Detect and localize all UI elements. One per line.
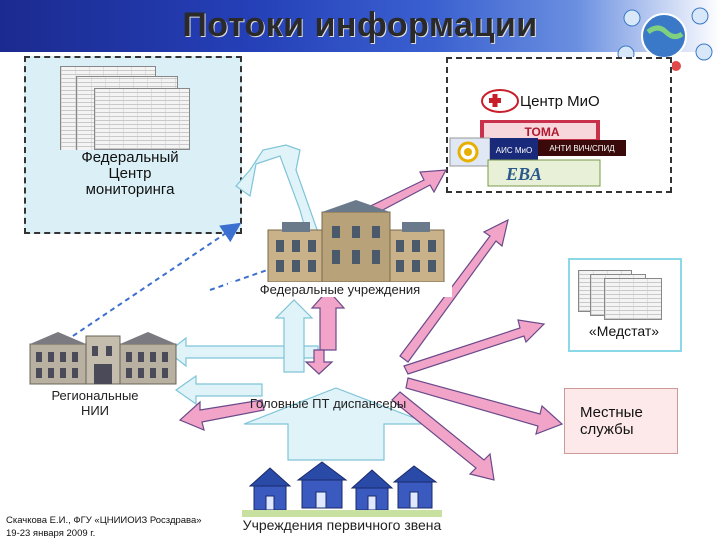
regional-building-image: [29, 332, 177, 385]
arrow-to-medstat: [403, 319, 546, 375]
arrow-long-to-mio: [399, 218, 509, 363]
primary-care-label: Учреждения первичного звена: [218, 517, 466, 533]
software-logos-collage: ТОМА АИС МиО АНТИ ВИЧ/СПИД EBA: [449, 120, 626, 187]
arrow-pink-up-to-federal-inst: [310, 289, 346, 351]
arrow-to-primary-care: [391, 391, 495, 481]
federal-building-image: [267, 200, 445, 283]
federal-center-label: Федеральный Центр мониторинга: [40, 150, 220, 198]
arrow-pink-to-dispensaries: [304, 349, 334, 375]
local-services-box: [564, 388, 678, 454]
federal-institutions-label: Федеральные учреждения: [228, 282, 452, 297]
medical-cross-logo-icon: [481, 89, 519, 113]
arrow-up-from-primary-care: [243, 387, 431, 461]
medstat-label: «Медстат»: [588, 323, 660, 339]
anti-vich-logo-text: АНТИ ВИЧ/СПИД: [549, 144, 615, 153]
local-services-label: Местные службы: [580, 404, 643, 438]
title-band: [0, 0, 720, 52]
toma-logo-text: ТОМА: [524, 125, 559, 139]
arrow-up-to-federal-inst: [274, 299, 314, 373]
page-title: Потоки информации: [182, 6, 538, 44]
footer-date: 19-23 января 2009 г.: [6, 528, 96, 539]
mio-center-label: Центр МиО: [520, 93, 600, 110]
primary-care-houses-image: [242, 461, 442, 518]
spreadsheet-image: [94, 88, 190, 150]
regional-nii-label: Региональные НИИ: [51, 388, 139, 418]
ais-logo-text: АИС МиО: [496, 146, 532, 155]
eva-logo-text: EBA: [505, 164, 542, 184]
footer-author: Скачкова Е.И., ФГУ «ЦНИИОИЗ Росздрава»: [6, 515, 202, 526]
arrow-regional-from-dispensaries: [174, 374, 263, 406]
head-dispensaries-label: Головные ПТ диспансеры: [249, 396, 407, 411]
arrow-to-local-services: [405, 377, 564, 435]
arrow-pink-to-regional: [178, 399, 265, 432]
dashed-arrow-regional-to-federal: [57, 222, 242, 347]
document-image: [604, 278, 662, 320]
